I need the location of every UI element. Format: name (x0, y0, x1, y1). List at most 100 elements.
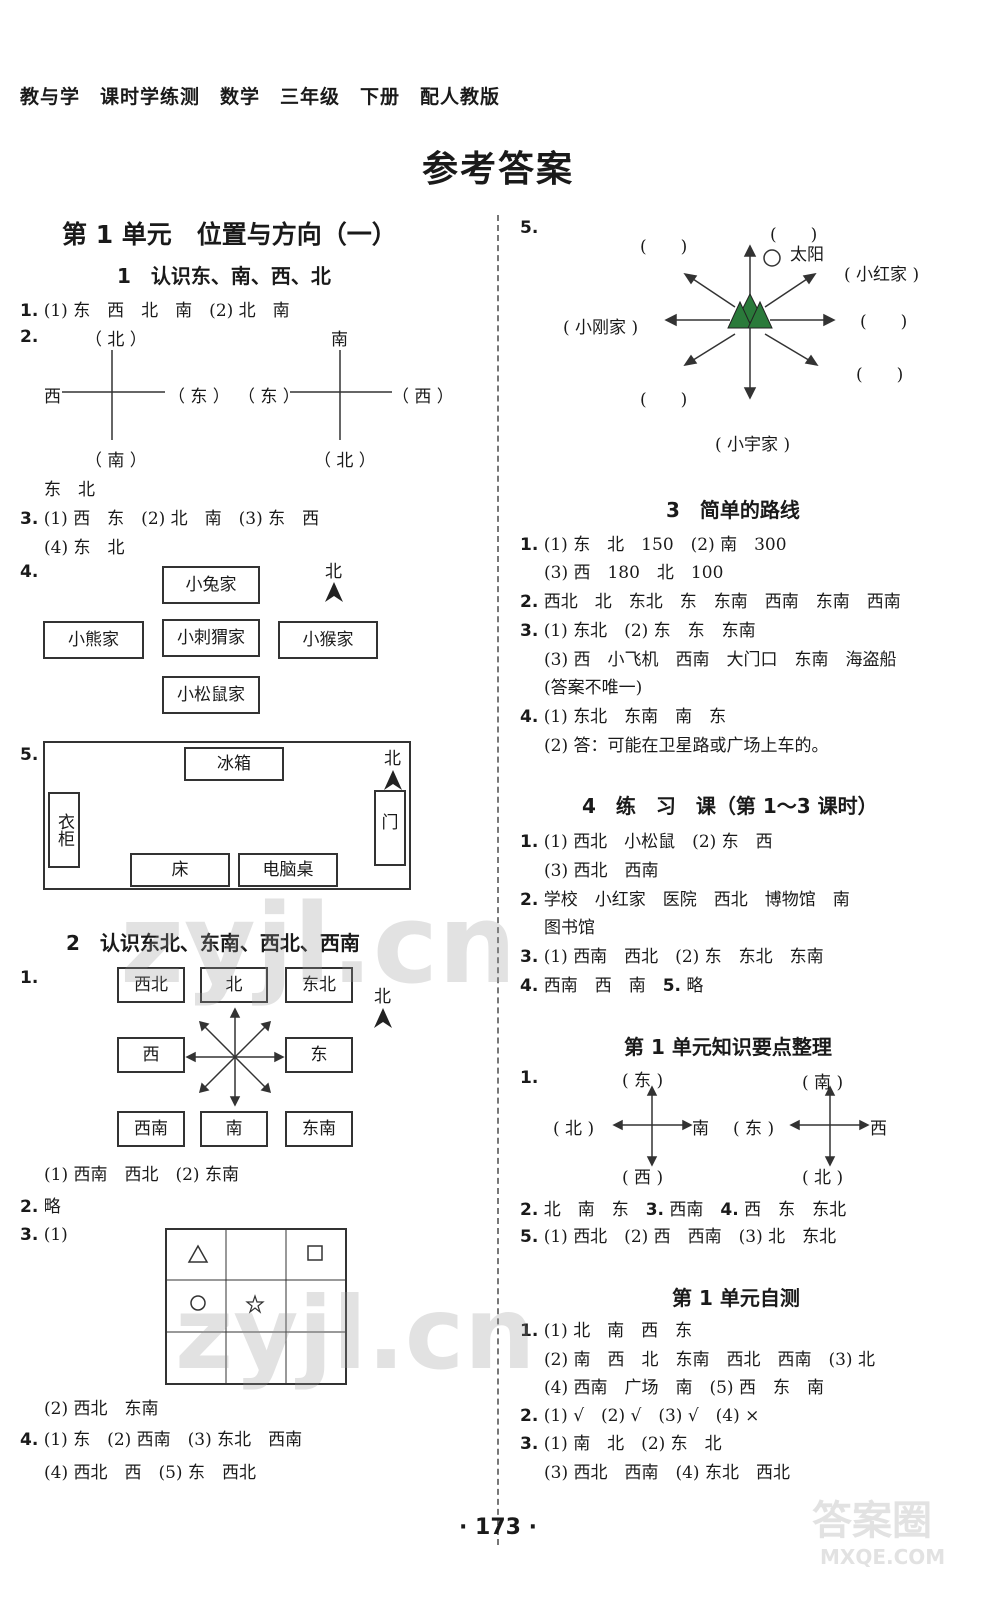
k1-bottom: ( 西 ) (622, 1168, 664, 1188)
compass1-right: （ 东 ） (168, 387, 230, 407)
squirrel-home-box: 小松鼠家 (162, 676, 260, 714)
answer-3-3c: (答案不唯一) (544, 678, 643, 698)
answer-2-2: 2. 略 (20, 1197, 61, 1217)
watermark-text: zyjl.cn (175, 1275, 536, 1392)
qnum-1-4: 4. (20, 562, 39, 582)
answer-3-2: 2. 西北 北 东北 东 东南 西南 东南 西南 (520, 592, 901, 612)
answer-4-1: 1. (1) 西北 小松鼠 (2) 东 西 (520, 832, 773, 852)
section-3-heading: 3 简单的路线 (666, 498, 800, 522)
se-house-blank: ( ) (856, 365, 904, 385)
compass-diagrams (62, 350, 392, 440)
answer-3-1b: (3) 西 180 北 100 (544, 563, 724, 583)
answer-3-1: 1. (1) 东 北 150 (2) 南 300 (520, 535, 787, 555)
qnum-1-2: 2. (20, 327, 39, 347)
wardrobe-box: 衣柜 (48, 792, 80, 868)
north-label-grid: 北 (374, 987, 391, 1007)
dir-n: 北 (200, 967, 268, 1003)
answer-6-1b: (2) 南 西 北 东南 西北 西南 (3) 北 (544, 1350, 875, 1370)
section-2-heading: 2 认识东北、东南、西北、西南 (66, 931, 360, 955)
k1-right: 南 (692, 1119, 709, 1139)
answer-5-2-4: 2. 北 南 东 3. 西南 4. 西 东 东北 (520, 1200, 847, 1220)
watermark-logo: 答案圈 (812, 1498, 932, 1544)
sw-house-blank: ( ) (640, 390, 688, 410)
dir-s: 南 (200, 1111, 268, 1147)
book-header: 教与学 课时学练测 数学 三年级 下册 配人教版 (20, 86, 501, 108)
k2-top: ( 南 ) (802, 1073, 844, 1093)
answer-5-5: 5. (1) 西北 (2) 西 西南 (3) 北 东北 (520, 1227, 837, 1247)
answer-2-4: 4. (1) 东 (2) 西南 (3) 东北 西南 (20, 1430, 303, 1450)
answer-3-4b: (2) 答：可能在卫星路或广场上车的。 (544, 736, 829, 756)
answer-2-4b: (4) 西北 西 (5) 东 西北 (44, 1463, 256, 1483)
north-house-blank: ( ) (770, 225, 818, 245)
answer-2-3b: (2) 西北 东南 (44, 1399, 159, 1419)
dir-w: 西 (117, 1037, 185, 1073)
dir-nw: 西北 (117, 967, 185, 1003)
answer-6-3b: (3) 西北 西南 (4) 东北 西北 (544, 1463, 790, 1483)
answer-6-1c: (4) 西南 广场 南 (5) 西 东 南 (544, 1378, 824, 1398)
answer-4-2b: 图书馆 (544, 918, 595, 938)
dir-se: 东南 (285, 1111, 353, 1147)
south-house-label: ( 小宇家 ) (715, 435, 791, 455)
section-4-heading: 4 练 习 课（第 1～3 课时） (582, 794, 878, 818)
qnum-2-1: 1. (20, 968, 39, 988)
section-5-heading: 第 1 单元知识要点整理 (624, 1035, 832, 1059)
compass1-left: 西 (44, 387, 61, 407)
answer-2-1b: (1) 西南 西北 (2) 东南 (44, 1165, 239, 1185)
answer-1-2-extra: 东 北 (44, 480, 95, 500)
watermark-url: MXQE.COM (820, 1545, 946, 1569)
answer-6-3: 3. (1) 南 北 (2) 东 北 (520, 1434, 722, 1454)
unit-heading: 第 1 单元 位置与方向（一） (62, 220, 397, 249)
qnum-k-1: 1. (520, 1068, 539, 1088)
bed-box: 床 (130, 853, 230, 887)
west-house-label: ( 小刚家 ) (563, 318, 639, 338)
answer-1-1: 1. (1) 东 西 北 南 (2) 北 南 (20, 301, 290, 321)
square-icon (307, 1245, 323, 1261)
watermark-text: zyjl.cn (120, 880, 517, 1008)
dir-sw: 西南 (117, 1111, 185, 1147)
monkey-home-box: 小猴家 (278, 621, 378, 659)
answer-4-4: 4. 西南 西 南 5. 略 (520, 976, 704, 996)
desk-box: 电脑桌 (238, 853, 338, 887)
hedgehog-home-box: 小刺猬家 (162, 619, 260, 657)
qnum-1-5: 5. (20, 745, 39, 765)
section-1-heading: 1 认识东、南、西、北 (117, 264, 331, 288)
compass2-bottom: （ 北 ） (314, 451, 376, 471)
page-title: 参考答案 (421, 149, 574, 190)
answer-2-3: 3. (1) (20, 1225, 68, 1245)
sun-label: 太阳 (790, 245, 824, 265)
k2-bottom: ( 北 ) (802, 1168, 844, 1188)
door-box: 门 (374, 790, 406, 866)
answer-4-2: 2. 学校 小红家 医院 西北 博物馆 南 (520, 890, 850, 910)
position-grid (165, 1228, 347, 1385)
compass2-top: 南 (331, 330, 348, 350)
north-arrow-icon (325, 582, 343, 602)
rabbit-home-box: 小兔家 (162, 566, 260, 604)
column-divider (497, 215, 499, 1545)
star-icon (245, 1294, 265, 1314)
k2-right: 西 (870, 1119, 887, 1139)
east-house-blank: ( ) (860, 312, 908, 332)
house-direction-diagram (664, 244, 836, 400)
compass1-top: （ 北 ） (85, 330, 147, 350)
answer-3-4: 4. (1) 东北 东南 南 东 (520, 707, 727, 727)
section-6-heading: 第 1 单元自测 (672, 1286, 800, 1310)
answer-1-3b: (4) 东 北 (44, 538, 125, 558)
answer-6-2: 2. (1) √ (2) √ (3) √ (4) × (520, 1406, 760, 1426)
answer-6-1: 1. (1) 北 南 西 东 (520, 1321, 693, 1341)
circle-icon (190, 1295, 206, 1311)
north-label-q4: 北 (325, 562, 342, 582)
bear-home-box: 小熊家 (43, 621, 144, 659)
compass2-left: （ 东 ） (238, 387, 300, 407)
knowledge-compasses (612, 1085, 870, 1167)
answer-4-3: 3. (1) 西南 西北 (2) 东 东北 东南 (520, 947, 824, 967)
north-arrow-icon (374, 1008, 392, 1028)
answer-4-1b: (3) 西北 西南 (544, 861, 659, 881)
north-arrow-icon (384, 770, 402, 790)
compass1-bottom: （ 南 ） (85, 451, 147, 471)
north-label-q5: 北 (384, 749, 401, 769)
page-number: · 173 · (459, 1515, 537, 1540)
k1-top: ( 东 ) (622, 1071, 664, 1091)
dir-e: 东 (285, 1037, 353, 1073)
compass2-right: （ 西 ） (392, 387, 454, 407)
sun-icon (763, 249, 781, 267)
